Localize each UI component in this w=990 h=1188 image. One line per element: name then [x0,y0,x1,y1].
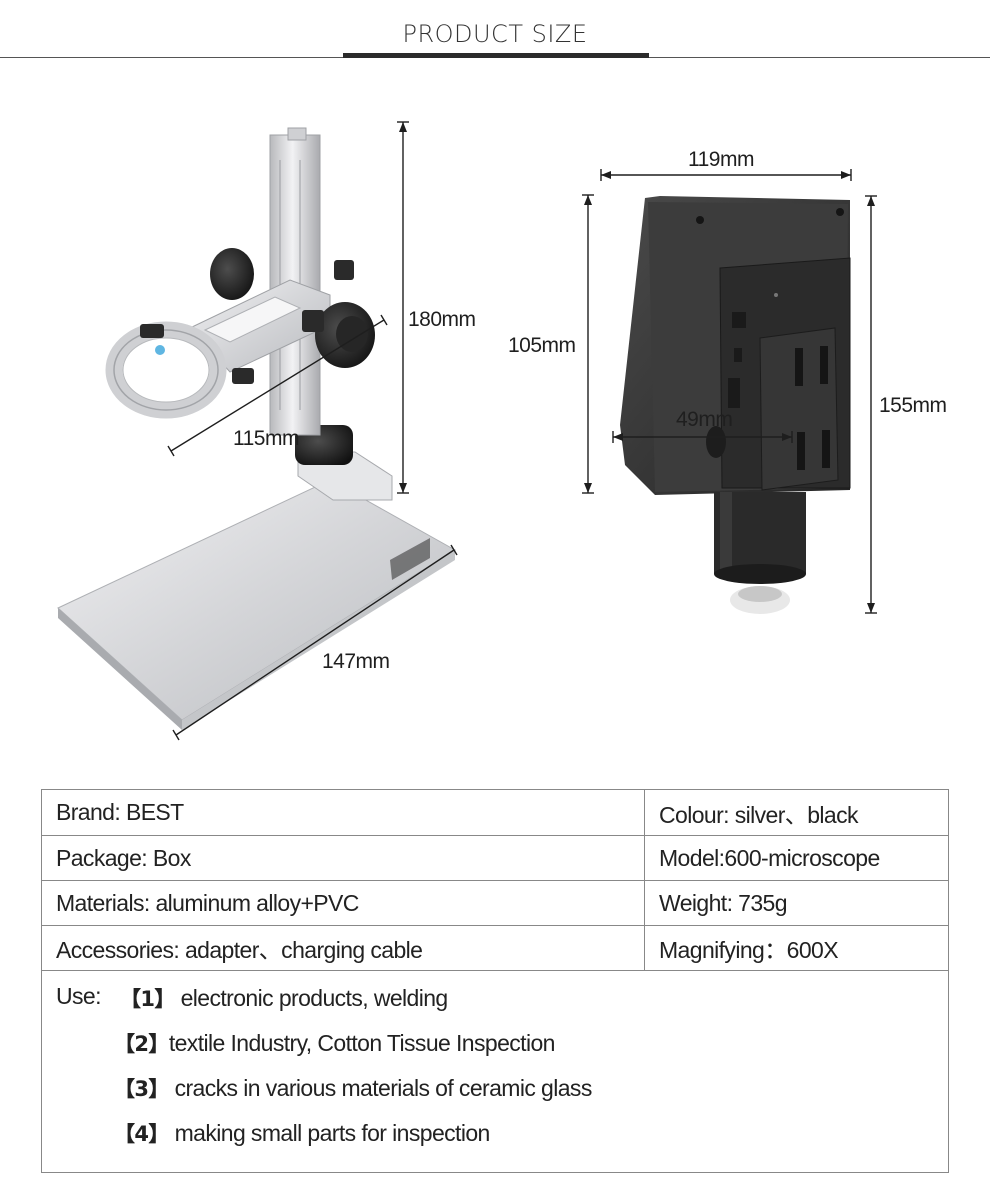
use-item-number: 【3】 [114,1077,169,1101]
use-section: Use: 【1】 electronic products, welding 【2… [42,971,948,1172]
back-width-label: 49mm [676,408,733,431]
spec-model: Model:600-microscope [659,844,880,871]
use-item-number: 【4】 [114,1122,169,1146]
spec-row: Package: Box Model:600-microscope [42,836,948,881]
use-item: 【1】 electronic products, welding [120,983,448,1013]
base-length-label: 147mm [322,650,390,673]
focus-knobs [210,248,375,368]
spec-table: Brand: BEST Colour: silver、black Package… [41,789,949,1173]
arm-length-label: 115mm [233,427,299,450]
use-item: 【3】 cracks in various materials of ceram… [114,1073,592,1103]
spec-row: Brand: BEST Colour: silver、black [42,790,948,836]
spec-accessories: Accessories: adapter、charging cable [42,926,645,970]
product-illustration [57,121,877,741]
spec-package: Package: Box [42,836,645,880]
stand-arm [105,279,331,419]
spec-brand: Brand: BEST [42,790,645,835]
spec-row: Accessories: adapter、charging cable Magn… [42,926,948,971]
stand-height-label: 180mm [408,308,476,331]
spec-materials: Materials: aluminum alloy+PVC [42,881,645,925]
total-height-label: 155mm [879,394,947,417]
microscope-device [620,196,851,614]
use-item-text: textile Industry, Cotton Tissue Inspecti… [168,1030,556,1056]
section-title: PRODUCT SIZE [402,20,588,48]
spec-row: Materials: aluminum alloy+PVC Weight: 73… [42,881,948,926]
stand-base [57,479,456,730]
use-item-number: 【1】 [120,987,175,1011]
use-item-number: 【2】 [114,1032,169,1056]
spec-magnifying: Magnifying：600X [659,937,839,963]
stand-dimension-lines [167,121,458,741]
use-label: Use: [56,983,102,1009]
screen-width-label: 119mm [688,148,754,171]
use-item: 【4】 making small parts for inspection [114,1118,490,1148]
use-item: 【2】textile Industry, Cotton Tissue Inspe… [114,1028,555,1058]
spec-colour: Colour: silver、black [659,801,859,828]
title-accent-bar [343,53,649,58]
product-size-figure: 180mm 115mm 147mm 119mm 105mm 155mm 49mm [0,80,990,780]
screen-height-label: 105mm [508,334,576,357]
use-item-text: electronic products, welding [174,985,449,1011]
use-item-text: cracks in various materials of ceramic g… [168,1075,593,1101]
spec-weight: Weight: 735g [659,889,788,916]
use-item-text: making small parts for inspection [168,1120,491,1146]
